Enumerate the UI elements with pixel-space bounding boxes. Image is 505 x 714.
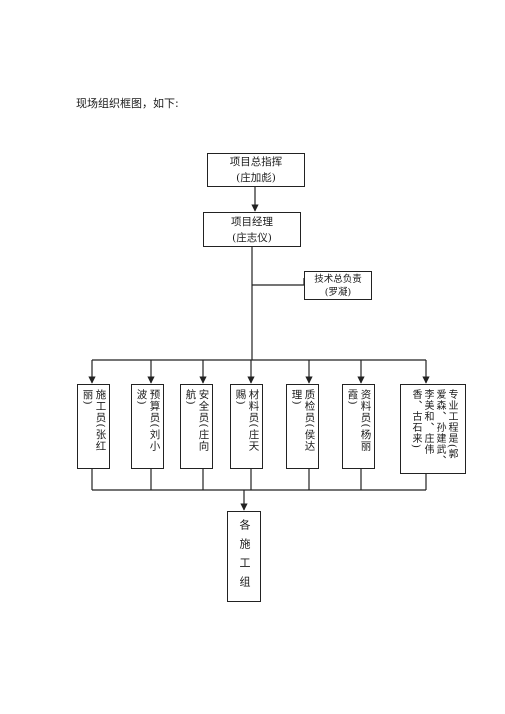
node-project-manager-person: (庄志仪) xyxy=(232,231,272,244)
node-project-manager: 项目经理 (庄志仪) xyxy=(203,212,301,247)
role-text: 专业工程是(郭爱森、孙建武、李美和、庄伟香、古石来) xyxy=(410,389,457,466)
node-tech-lead-title: 技术总负责 xyxy=(314,273,362,285)
role-text: 资料员(杨丽霞) xyxy=(346,388,372,452)
role-text: 施工员(张红丽) xyxy=(81,388,107,452)
node-project-manager-title: 项目经理 xyxy=(231,215,273,228)
node-document-officer: 资料员(杨丽霞) xyxy=(342,384,375,469)
intro-text: 现场组织框图，如下: xyxy=(76,97,179,110)
role-text: 安全员(庄向航) xyxy=(184,388,210,452)
role-text: 质检员(侯达理) xyxy=(290,388,316,452)
role-text: 预算员(刘小波) xyxy=(135,388,161,452)
node-project-commander-title: 项目总指挥 xyxy=(229,156,283,168)
group-text: 各施工组 xyxy=(238,518,251,595)
node-specialty-engineers: 专业工程是(郭爱森、孙建武、李美和、庄伟香、古石来) xyxy=(400,384,466,474)
node-project-commander-person: (庄加彪) xyxy=(236,172,276,184)
node-safety-officer: 安全员(庄向航) xyxy=(180,384,213,469)
node-material-officer: 材料员(庄天赐) xyxy=(230,384,263,469)
node-project-commander: 项目总指挥 (庄加彪) xyxy=(207,153,305,187)
node-tech-lead-person: (罗凝) xyxy=(324,286,352,298)
role-text: 材料员(庄天赐) xyxy=(234,388,260,452)
node-budget-officer: 预算员(刘小波) xyxy=(131,384,164,469)
node-quality-inspector: 质检员(侯达理) xyxy=(286,384,319,469)
node-construction-teams: 各施工组 xyxy=(227,511,261,602)
node-tech-lead: 技术总负责 (罗凝) xyxy=(304,271,372,300)
node-construction-worker: 施工员(张红丽) xyxy=(77,384,110,469)
